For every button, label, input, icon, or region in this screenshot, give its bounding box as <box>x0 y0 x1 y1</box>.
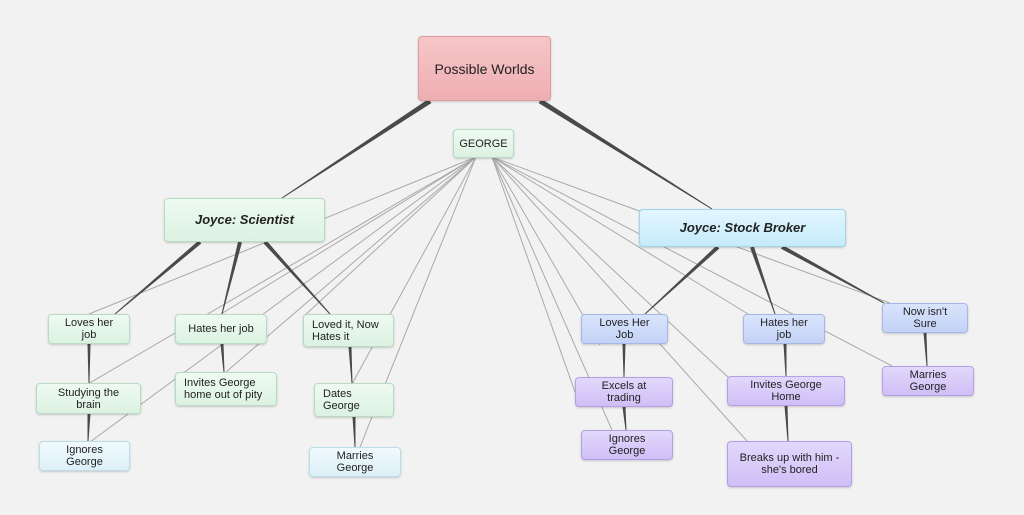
node-marries-george-scientist[interactable]: Marries George <box>309 447 401 477</box>
node-dates-george[interactable]: Dates George <box>314 383 394 417</box>
link-excels-ignores <box>622 406 627 431</box>
george-link-dates-george <box>351 156 477 385</box>
node-loves-her-job-broker[interactable]: Loves Her Job <box>581 314 668 344</box>
root-link-broker <box>538 98 713 210</box>
node-invites-george-home[interactable]: Invites George Home <box>727 376 845 406</box>
node-loved-it-now-hates-it[interactable]: Loved it, Now Hates it <box>303 314 394 347</box>
node-george[interactable]: GEORGE <box>453 129 514 158</box>
george-link-hates-her-job-broker <box>491 156 749 315</box>
george-link-ignores-george <box>89 156 477 443</box>
node-ignores-george-broker[interactable]: Ignores George <box>581 430 673 460</box>
link-scientist-loves-job <box>114 240 202 315</box>
link-dates-marries <box>352 416 356 448</box>
link-invites-breaks <box>784 405 789 442</box>
node-possible-worlds[interactable]: Possible Worlds <box>418 36 551 101</box>
george-link-breaks-up <box>491 156 748 442</box>
node-joyce-scientist[interactable]: Joyce: Scientist <box>164 198 325 242</box>
george-link-loved-it <box>302 156 477 318</box>
george-link-studying-brain <box>87 156 477 385</box>
link-hates-invites <box>220 343 225 373</box>
link-hates-invites-home <box>783 343 787 377</box>
link-broker-hates-job <box>750 246 776 315</box>
link-scientist-hates-job <box>221 241 242 315</box>
link-broker-not-sure <box>781 245 885 304</box>
node-breaks-up-with-him[interactable]: Breaks up with him - she's bored <box>727 441 852 487</box>
link-loved-dates <box>348 346 353 384</box>
node-now-isnt-sure[interactable]: Now isn't Sure <box>882 303 968 333</box>
node-invites-george-out-of-pity[interactable]: Invites George home out of pity <box>175 372 277 406</box>
george-link-marries-george-broker <box>491 156 893 367</box>
node-studying-the-brain[interactable]: Studying the brain <box>36 383 141 414</box>
link-broker-loves-job <box>644 245 720 315</box>
root-link-scientist <box>281 98 432 199</box>
link-notsure-marries <box>923 332 928 367</box>
george-link-invites-home <box>491 156 730 379</box>
george-link-invites-pity <box>225 156 477 373</box>
node-ignores-george-scientist[interactable]: Ignores George <box>39 441 130 471</box>
link-loves-excels <box>622 344 626 377</box>
node-hates-her-job-broker[interactable]: Hates her job <box>743 314 825 344</box>
george-link-excels-trading <box>491 156 576 393</box>
node-hates-her-job-scientist[interactable]: Hates her job <box>175 314 267 344</box>
node-excels-at-trading[interactable]: Excels at trading <box>575 377 673 407</box>
george-link-hates-her-job <box>220 156 477 315</box>
link-studying-ignores <box>87 413 91 442</box>
george-link-loves-her-job-broker <box>491 156 601 346</box>
link-loves-studying <box>87 344 91 383</box>
link-scientist-loved-it <box>263 240 331 315</box>
node-joyce-stock-broker[interactable]: Joyce: Stock Broker <box>639 209 846 247</box>
node-marries-george-broker[interactable]: Marries George <box>882 366 974 396</box>
node-loves-her-job[interactable]: Loves her job <box>48 314 130 344</box>
